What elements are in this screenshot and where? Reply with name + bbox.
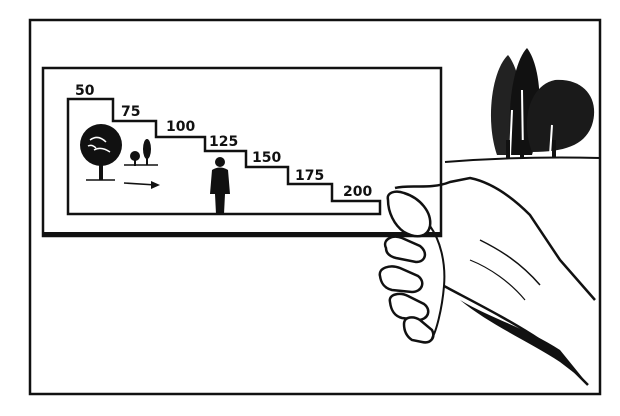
scale-label: 75 xyxy=(121,104,140,120)
person-icon xyxy=(210,157,230,214)
staircase-scale xyxy=(66,97,382,216)
ground-line xyxy=(444,156,601,163)
card-shadow-edge xyxy=(43,232,441,237)
scale-label: 50 xyxy=(75,83,95,99)
outer-frame xyxy=(28,18,602,396)
tree-icon xyxy=(80,124,122,181)
hand-icon xyxy=(378,176,596,386)
scale-label: 125 xyxy=(209,134,238,150)
small-trees-icon xyxy=(124,139,158,166)
scale-label: 100 xyxy=(166,119,195,135)
scale-label: 175 xyxy=(295,168,324,184)
scale-label: 150 xyxy=(252,150,281,166)
arrow-icon xyxy=(123,181,160,189)
scale-label: 200 xyxy=(343,184,372,200)
tree-group-icon xyxy=(490,48,595,158)
